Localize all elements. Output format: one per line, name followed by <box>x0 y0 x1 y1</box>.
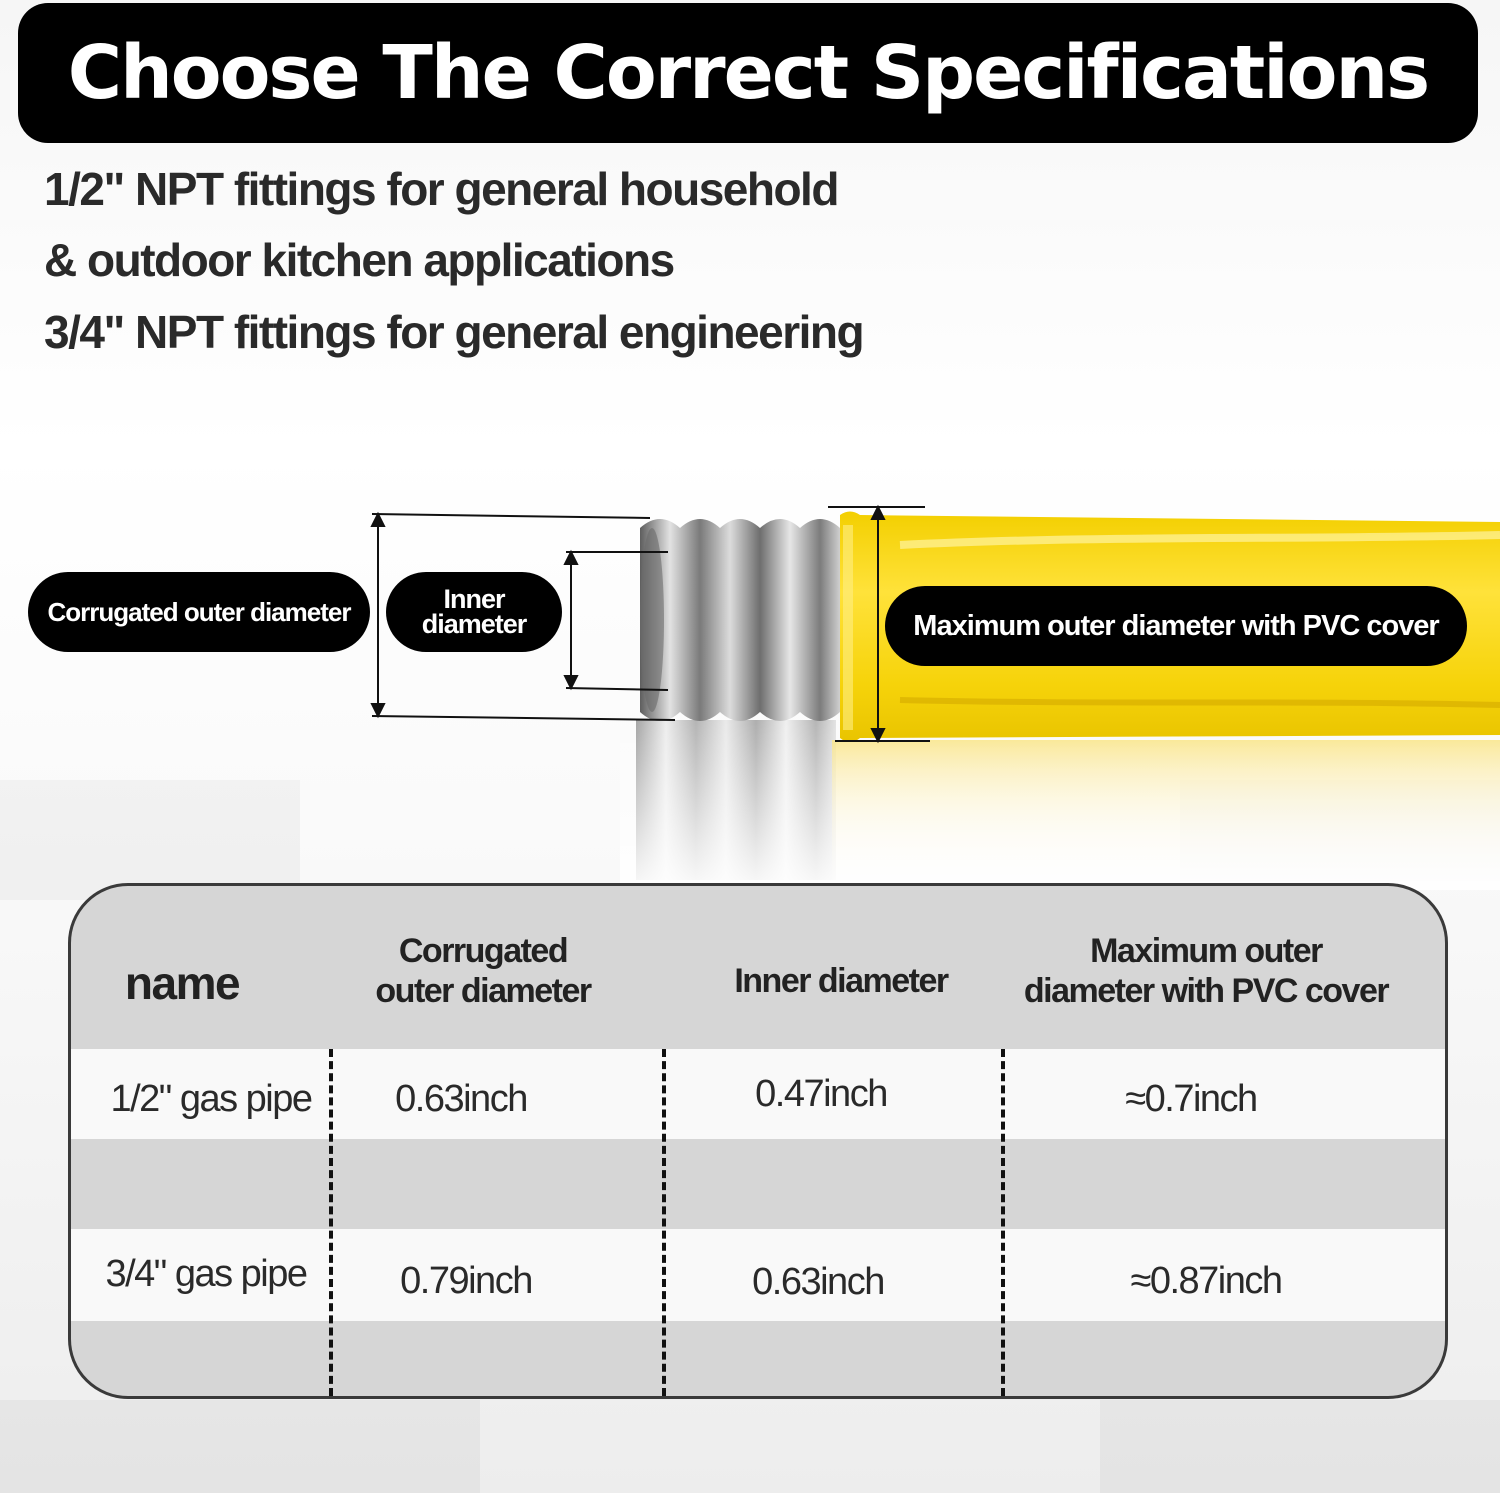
header-name: name <box>124 956 241 1009</box>
inner-dimension-line <box>563 549 669 691</box>
row-max-outer: ≈0.7inch <box>1125 1077 1258 1120</box>
row-inner: 0.47inch <box>755 1072 888 1115</box>
title-banner: Choose The Correct Specifications <box>18 3 1478 143</box>
intro-line-2: & outdoor kitchen applications <box>44 234 675 286</box>
table-row: 3/4" gas pipe 0.79inch 0.63inch ≈0.87inc… <box>71 1229 1445 1321</box>
intro-line-1: 1/2" NPT fittings for general household <box>44 163 839 215</box>
inner-label-line-2: diameter <box>421 609 528 639</box>
intro-line-3: 3/4" NPT fittings for general engineerin… <box>44 306 865 358</box>
spec-table: name Corrugated outer diameter Inner dia… <box>68 883 1448 1399</box>
header-max-line-2: diameter with PVC cover <box>1023 972 1390 1010</box>
row-corrugated: 0.63inch <box>395 1077 528 1120</box>
row-inner: 0.63inch <box>752 1260 885 1303</box>
corrugated-steel-pipe <box>640 519 840 721</box>
inner-label-line-1: Inner <box>443 584 505 614</box>
row-max-outer: ≈0.87inch <box>1130 1259 1283 1302</box>
corrugated-dimension-line <box>370 511 676 721</box>
max-outer-dimension-line <box>828 504 930 744</box>
header-max-line-1: Maximum outer <box>1090 932 1323 970</box>
pipe-illustration <box>370 504 1500 890</box>
column-divider <box>662 1049 666 1396</box>
pipe-reflection <box>620 720 1500 890</box>
header-max-outer: Maximum outer diameter with PVC cover <box>1011 926 1401 1016</box>
row-name: 1/2" gas pipe <box>110 1077 313 1120</box>
header-inner: Inner diameter <box>734 962 949 1000</box>
header-corrugated: Corrugated outer diameter <box>333 926 633 1016</box>
header-corrugated-line-1: Corrugated <box>398 932 569 970</box>
background-tile <box>1100 1400 1500 1493</box>
column-divider <box>1001 1049 1005 1396</box>
row-name: 3/4" gas pipe <box>105 1252 308 1295</box>
table-spacer-row <box>71 1139 1445 1229</box>
max-outer-label: Maximum outer diameter with PVC cover <box>885 586 1467 666</box>
background-tile <box>0 1400 480 1493</box>
table-header-row: name Corrugated outer diameter Inner dia… <box>71 886 1445 1049</box>
row-corrugated: 0.79inch <box>400 1259 533 1302</box>
page-title: Choose The Correct Specifications <box>67 30 1430 116</box>
inner-diameter-label: Inner diameter <box>386 572 562 652</box>
table-row: 1/2" gas pipe 0.63inch 0.47inch ≈0.7inch <box>71 1049 1445 1139</box>
column-divider <box>329 1049 333 1396</box>
corrugated-outer-label: Corrugated outer diameter <box>28 572 370 652</box>
header-corrugated-line-2: outer diameter <box>375 972 592 1010</box>
